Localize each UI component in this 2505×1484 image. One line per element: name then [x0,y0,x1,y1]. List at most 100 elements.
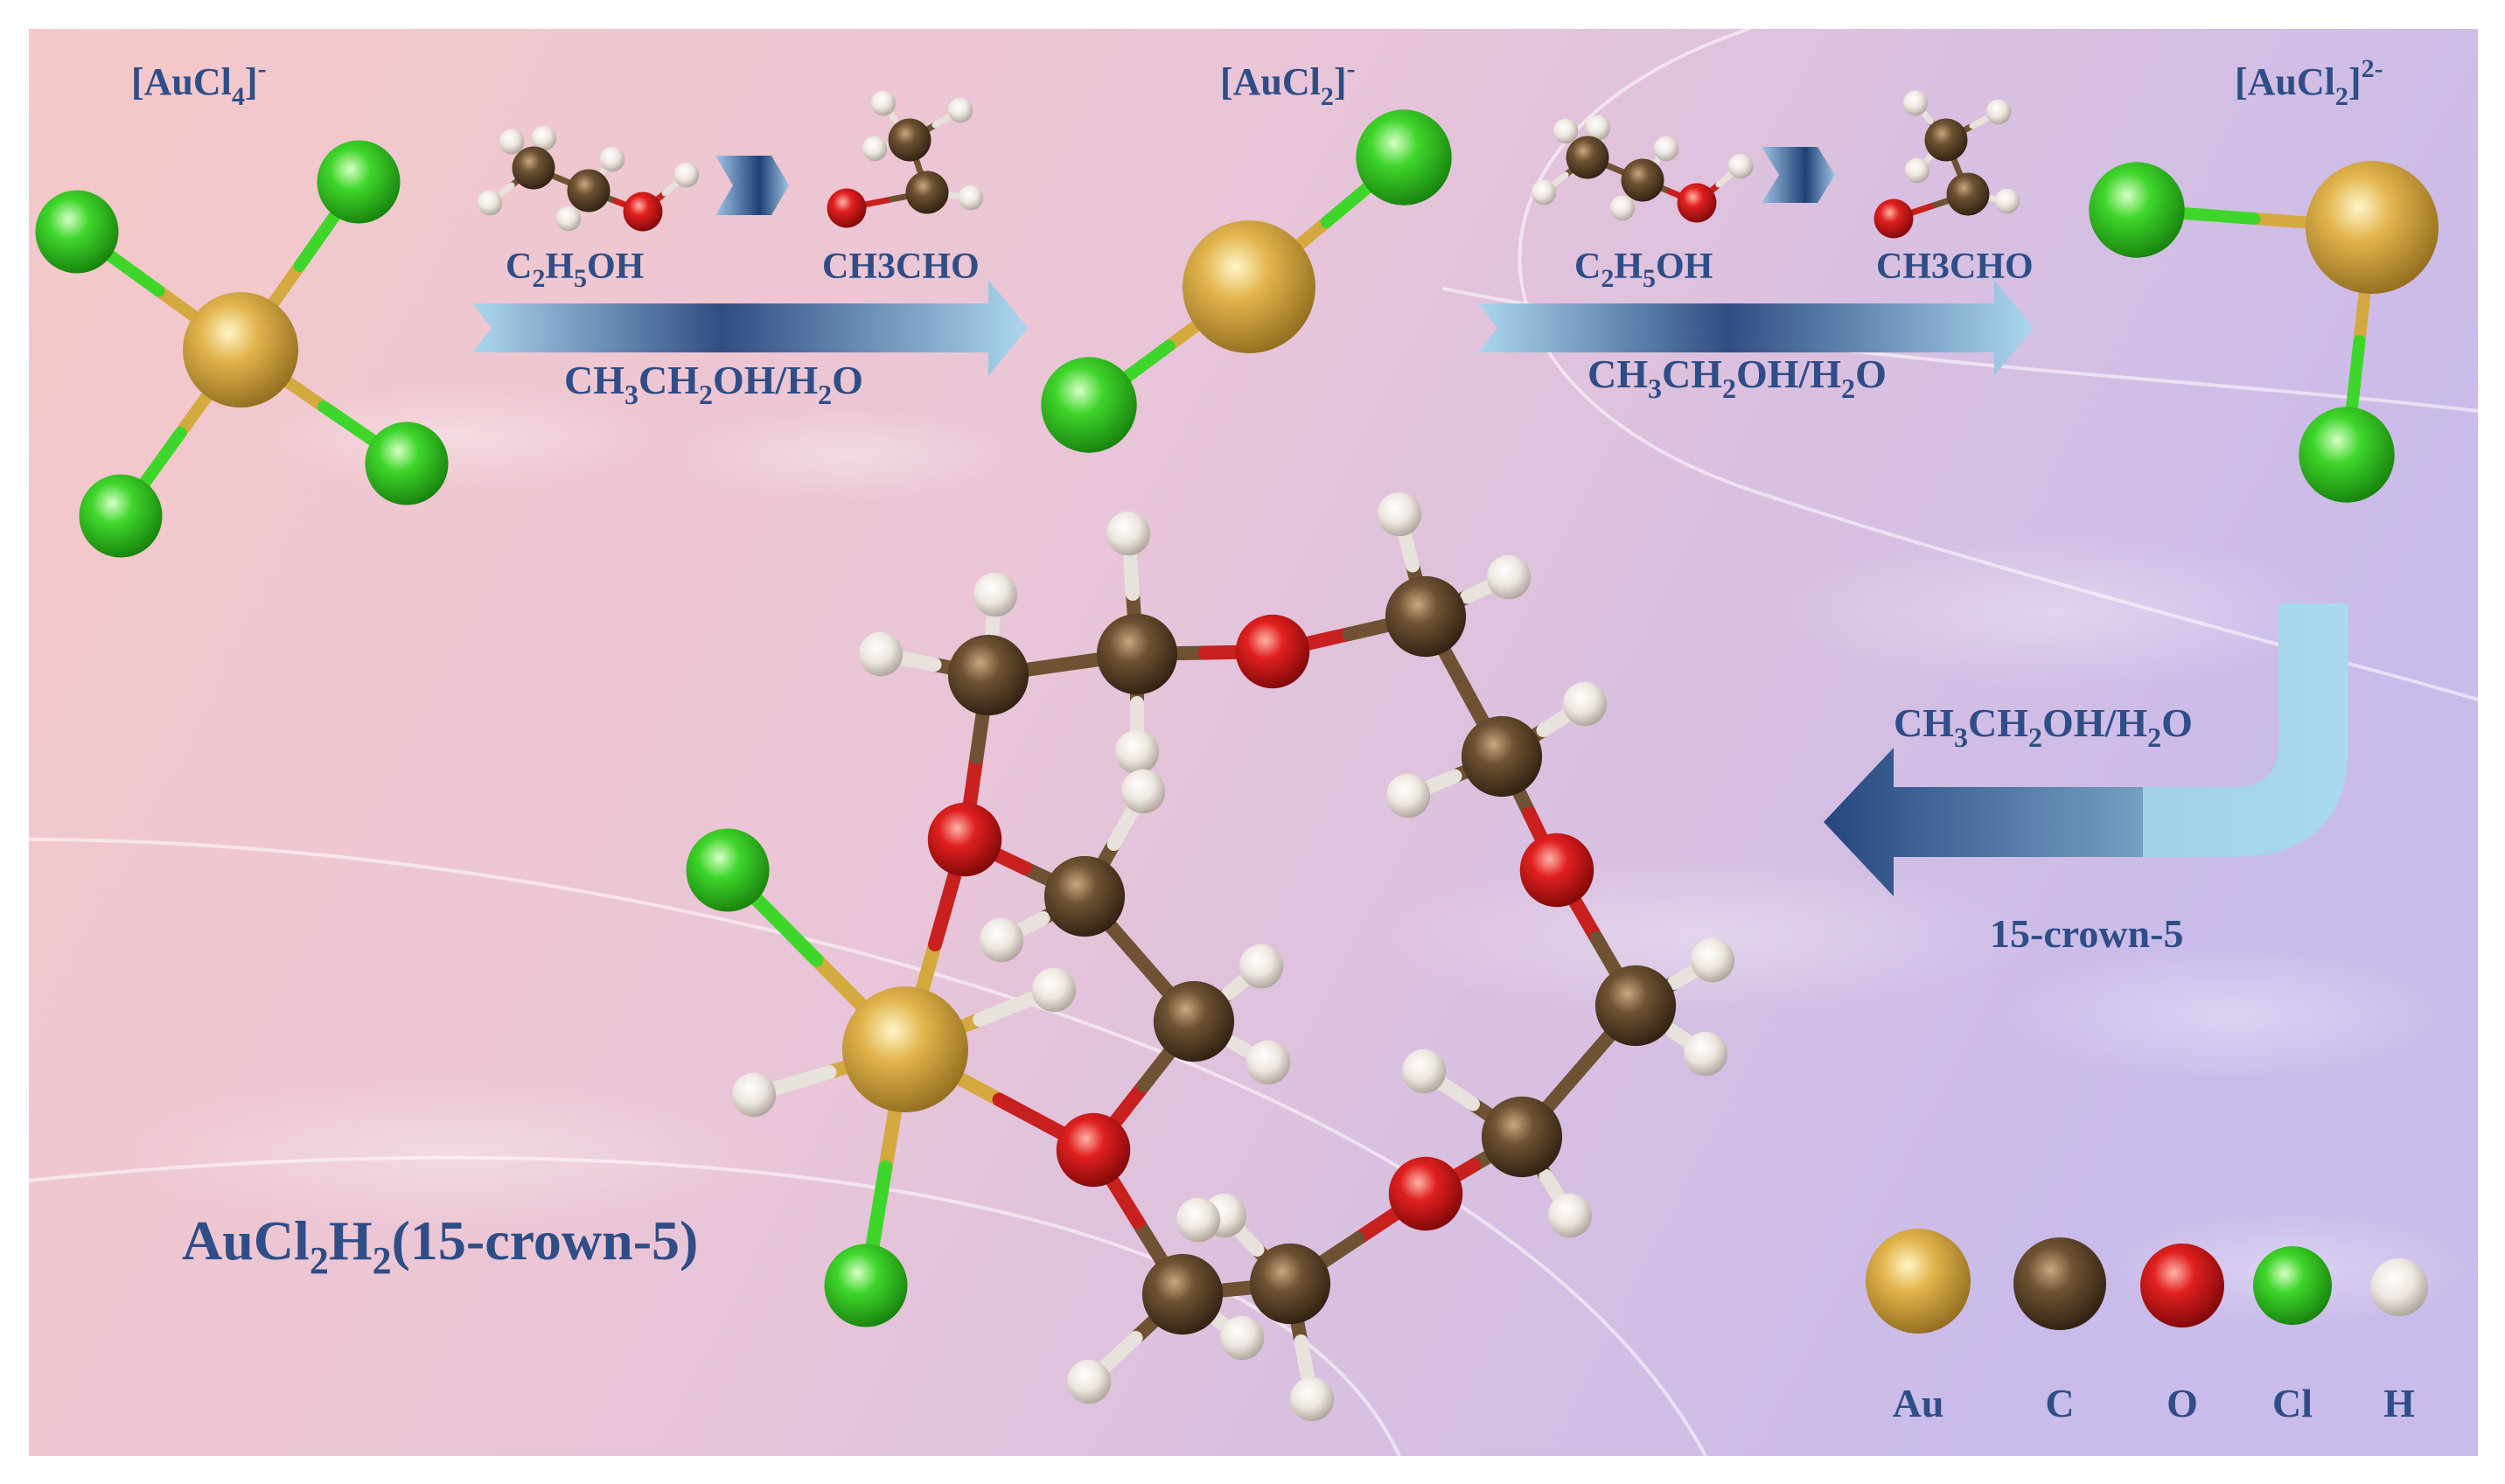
crown-complex-atom-h-29 [1683,1031,1728,1076]
ethanol-1-atom-c-0 [512,146,555,190]
aucl2-2minus-atom-au-0 [2306,161,2439,294]
step2-reactant-label: C2H5OH [1574,247,1713,293]
crown-complex-atom-c-14 [1594,965,1677,1047]
crown-complex-atom-h-35 [1066,1359,1112,1404]
crown-complex-atom-h-34 [1219,1315,1265,1361]
aucl2-2minus-atom-cl-1 [2089,162,2185,258]
aucl4-atom-cl-3 [79,474,163,558]
reaction-arrow-1 [472,280,1028,376]
acetaldehyde-1-atom-h-6 [958,185,984,211]
step2-solvent-label: CH3CH2OH/H2O [1587,352,1887,404]
ethanol-2-atom-h-3 [1553,118,1579,144]
species-label-aucl2-2minus: [AuCl2]2- [2235,54,2383,111]
crown-complex-atom-o-7 [1235,614,1310,689]
aucl2-2minus-atoms [2089,161,2439,503]
reaction-arrow-2 [1478,280,2034,376]
crown-complex-atom-h-26 [1385,773,1431,819]
legend-c-label: C [2045,1381,2074,1425]
complex-label: AuCl2H2(15-crown-5) [182,1209,698,1282]
crown-complex-atom-h-36 [1120,769,1166,814]
ethanol-1-atom-c-1 [567,169,611,212]
acetaldehyde-2-atom-h-4 [1985,99,2012,125]
aucl2-minus-atom-cl-1 [1356,109,1452,206]
aucl4-atom-cl-1 [35,190,119,274]
crown-complex-atom-c-17 [1141,1253,1224,1335]
crown-complex-atom-c-18 [1043,855,1126,937]
legend-h-ball [2370,1258,2428,1316]
acetaldehyde-2-atom-o-2 [1874,199,1914,239]
aucl4-atom-cl-4 [365,422,449,505]
ethanol-1-atom-h-3 [499,129,525,155]
crown-complex-atom-c-16 [1249,1243,1331,1325]
ethanol-2-atom-c-1 [1621,158,1664,202]
step1-solvent-label: CH3CH2OH/H2O [564,358,863,410]
step2-product-label: CH3CHO [1876,247,2034,287]
acetaldehyde-2-atom-h-3 [1902,90,1929,116]
ethanol-1-atom-o-2 [623,192,663,232]
acetaldehyde-2-atom-h-6 [1994,188,2020,214]
crown-complex-atom-h-28 [1690,937,1735,983]
species-label-aucl2-minus: [AuCl2]- [1220,54,1356,111]
legend-cl-label: Cl [2272,1381,2313,1425]
crown-complex-atom-o-9 [1388,1156,1463,1231]
acetaldehyde-1-atom-h-5 [862,136,888,162]
crown-complex-atom-h-24 [1377,491,1422,537]
ethanol-2-atom-h-6 [1609,195,1636,221]
step3-reagent-label: 15-crown-5 [1990,911,2183,956]
acetaldehyde-2-atom-c-1 [1946,172,1990,216]
mini-arrow-1 [715,156,789,215]
aucl4-atom-cl-2 [317,140,401,224]
acetaldehyde-2-atoms [1874,90,2020,239]
crown-complex-atom-h-25 [1486,554,1532,600]
crown-complex-atom-c-15 [1481,1096,1563,1178]
element-legend: Au C O Cl H [1866,1229,2428,1425]
ethanol-1-atom-h-4 [477,190,503,216]
mini-arrow-2 [1762,147,1835,203]
crown-complex-atoms [686,491,1735,1422]
crown-complex-atom-h-3 [731,1072,777,1118]
crown-complex-atom-h-30 [1401,1049,1447,1094]
crown-complex-atom-cl-1 [686,828,770,912]
crown-complex-atom-h-37 [979,917,1024,963]
crown-complex-atom-h-4 [1031,967,1077,1013]
crown-complex-atom-h-39 [1246,1040,1291,1085]
crown-complex-atom-o-6 [1056,1112,1131,1188]
aucl2-minus-atom-cl-2 [1041,357,1137,453]
crown-complex-atom-h-33 [1289,1376,1335,1422]
crown-complex-atom-h-27 [1562,681,1608,727]
crown-complex-atom-h-40 [1176,1197,1221,1243]
ethanol-2-atom-h-4 [1531,179,1557,206]
acetaldehyde-2-atom-h-5 [1904,157,1930,184]
ethanol-1-atoms [477,125,700,232]
legend-au-ball [1866,1229,1971,1334]
step1-reactant-label: C2H5OH [506,247,644,293]
step3-solvent-label: CH3CH2OH/H2O [1894,700,2193,753]
ethanol-2-atom-h-8 [1727,153,1754,179]
ethanol-2-atom-o-2 [1677,183,1717,223]
acetaldehyde-1-atoms [827,90,984,228]
ethanol-1-atom-h-7 [599,146,625,172]
ethanol-1-atom-h-6 [555,206,582,232]
crown-complex-atom-au-0 [842,986,968,1112]
crown-complex-atom-h-20 [858,631,904,677]
step1-product-label: CH3CHO [822,247,980,287]
ethanol-1-atom-h-8 [673,162,700,188]
legend-au-label: Au [1893,1381,1944,1425]
ethanol-2-atoms [1531,115,1754,223]
aucl4-atom-au-0 [183,292,298,408]
reaction-arrow-3 [1824,603,2348,896]
legend-o-label: O [2167,1381,2198,1425]
aucl2-minus-atoms [1041,109,1452,453]
legend-cl-ball [2253,1246,2332,1325]
crown-complex-atom-o-5 [927,802,1002,877]
crown-complex-atom-cl-2 [824,1244,908,1327]
legend-c-ball [2013,1237,2106,1330]
species-label-aucl4: [AuCl4]- [131,54,267,111]
aucl2-2minus-atom-cl-2 [2299,407,2395,503]
crown-complex-atom-o-8 [1519,833,1594,908]
crown-complex-atom-c-10 [947,634,1029,716]
ethanol-2-atom-h-7 [1653,136,1679,162]
crown-complex-atom-h-23 [1114,729,1160,775]
legend-o-ball [2140,1244,2224,1327]
